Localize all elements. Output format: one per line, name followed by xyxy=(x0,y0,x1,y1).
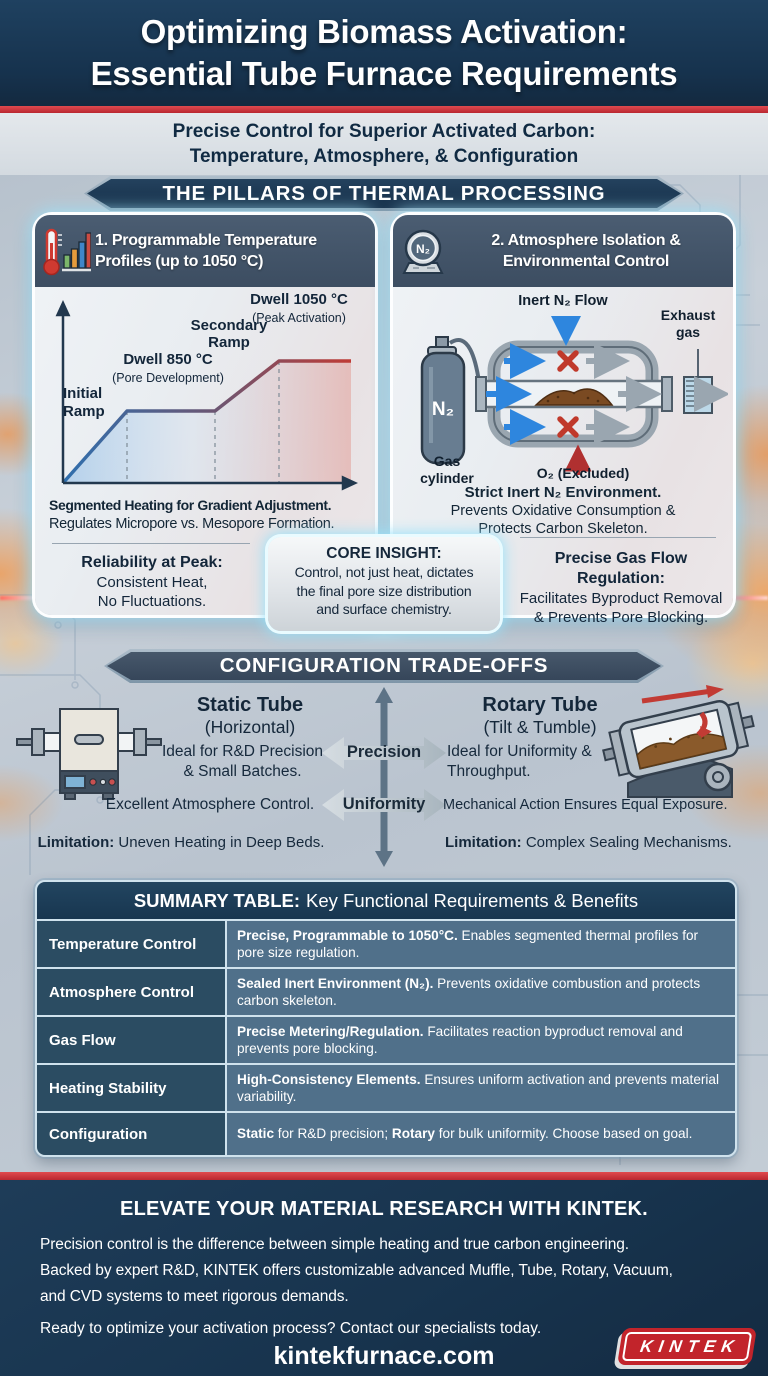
temperature-profile-chart: Initial Ramp Dwell 850 °C (Pore Developm… xyxy=(43,291,367,495)
rotary-point-2: Mechanical Action Ensures Equal Exposure… xyxy=(443,797,728,813)
table-row: Temperature Control Precise, Programmabl… xyxy=(37,919,735,967)
page-title-line1: Optimizing Biomass Activation: xyxy=(140,13,628,50)
main-body: THE PILLARS OF THERMAL PROCESSING xyxy=(0,175,768,1172)
rotary-tube-furnace-icon xyxy=(602,685,755,798)
red-divider-top xyxy=(0,106,768,113)
static-limitation: Limitation: Uneven Heating in Deep Beds. xyxy=(37,834,325,851)
static-tube-title: Static Tube (Horizontal) xyxy=(196,694,304,737)
n2-gauge-icon: N₂ xyxy=(402,229,444,274)
tube-furnace-flow-diagram: N₂ xyxy=(420,316,730,475)
page-title-line2: Essential Tube Furnace Requirements xyxy=(90,55,678,92)
chart-label-initial-ramp: Initial Ramp xyxy=(63,385,105,420)
header: Optimizing Biomass Activation: Essential… xyxy=(0,0,768,106)
thermometer-bars-icon xyxy=(43,228,91,276)
core-insight-box: CORE INSIGHT: Control, not just heat, di… xyxy=(268,537,500,631)
summary-table-header: SUMMARY TABLE: Key Functional Requiremen… xyxy=(37,882,735,919)
panel1-header: 1. Programmable Temperature Profiles (up… xyxy=(35,215,375,287)
rotary-limitation: Limitation: Complex Sealing Mechanisms. xyxy=(445,834,732,851)
table-row: Configuration Static for R&D precision; … xyxy=(37,1111,735,1155)
panel2-title: 2. Atmosphere Isolation & Environmental … xyxy=(453,230,733,272)
row-desc: Sealed Inert Environment (N₂). Prevents … xyxy=(227,969,735,1015)
subtitle-line1: Precise Control for Superior Activated C… xyxy=(172,121,596,142)
row-label: Heating Stability xyxy=(37,1065,227,1111)
footer-paragraph: Precision control is the difference betw… xyxy=(40,1236,673,1305)
static-tube-furnace-icon xyxy=(16,708,162,800)
tradeoff-axis-arrows xyxy=(322,687,446,867)
website-url: kintekfurnace.com xyxy=(273,1342,495,1370)
chart-label-dwell-1050: Dwell 1050 °C (Peak Activation) xyxy=(250,291,348,325)
panel1-title-line2: Profiles (up to 1050 °C) xyxy=(95,253,264,270)
subtitle-line2: Temperature, Atmosphere, & Configuration xyxy=(189,146,579,167)
panel2-divider xyxy=(520,537,716,538)
row-desc: High-Consistency Elements. Ensures unifo… xyxy=(227,1065,735,1111)
panel2-title-line1: 2. Atmosphere Isolation & xyxy=(491,232,681,249)
footer-headline: ELEVATE YOUR MATERIAL RESEARCH WITH KINT… xyxy=(120,1198,648,1220)
panel1-caption: Segmented Heating for Gradient Adjustmen… xyxy=(49,497,335,532)
footer-cta: Ready to optimize your activation proces… xyxy=(40,1320,542,1337)
gas-cylinder-label: Gas cylinder xyxy=(420,453,474,486)
kintek-logo-text: KINTEK xyxy=(638,1336,742,1356)
precision-axis-label: Precision xyxy=(346,743,422,761)
tradeoffs-banner: CONFIGURATION TRADE-OFFS xyxy=(104,649,664,683)
panel1-title: 1. Programmable Temperature Profiles (up… xyxy=(95,230,317,272)
summary-table: SUMMARY TABLE: Key Functional Requiremen… xyxy=(35,880,737,1157)
row-desc: Precise Metering/Regulation. Facilitates… xyxy=(227,1017,735,1063)
static-point-2: Excellent Atmosphere Control. xyxy=(105,796,315,813)
subtitle-band: Precise Control for Superior Activated C… xyxy=(0,113,768,175)
svg-text:N₂: N₂ xyxy=(416,242,430,256)
rotary-point-1: Ideal for Uniformity & Throughput. xyxy=(447,743,592,780)
table-row: Heating Stability High-Consistency Eleme… xyxy=(37,1063,735,1111)
chart-label-secondary-ramp: Secondary Ramp xyxy=(190,317,268,351)
table-row: Gas Flow Precise Metering/Regulation. Fa… xyxy=(37,1015,735,1063)
row-desc: Static for R&D precision; Rotary for bul… xyxy=(227,1113,735,1155)
footer: ELEVATE YOUR MATERIAL RESEARCH WITH KINT… xyxy=(0,1180,768,1376)
row-label: Temperature Control xyxy=(37,921,227,967)
row-label: Gas Flow xyxy=(37,1017,227,1063)
laser-line-left xyxy=(0,596,36,600)
atmosphere-diagram: N₂ xyxy=(398,293,730,489)
panel1-highlight: Reliability at Peak: Consistent Heat, No… xyxy=(81,554,223,610)
o2-excluded-label: O₂ (Excluded) xyxy=(536,465,630,481)
red-divider-bottom xyxy=(0,1172,768,1180)
rotary-tube-title: Rotary Tube (Tilt & Tumble) xyxy=(482,694,598,737)
row-label: Atmosphere Control xyxy=(37,969,227,1015)
svg-text:N₂: N₂ xyxy=(432,399,454,420)
tradeoffs-banner-label: CONFIGURATION TRADE-OFFS xyxy=(107,652,661,680)
panel1-title-line1: 1. Programmable Temperature xyxy=(95,232,317,249)
table-row: Atmosphere Control Sealed Inert Environm… xyxy=(37,967,735,1015)
panel2-caption: Strict Inert N₂ Environment. Prevents Ox… xyxy=(450,484,676,537)
kintek-logo: KINTEK xyxy=(617,1328,757,1365)
row-desc: Precise, Programmable to 1050°C. Enables… xyxy=(227,921,735,967)
panel1-divider xyxy=(52,543,250,544)
chart-label-dwell-850: Dwell 850 °C (Pore Development) xyxy=(112,351,224,385)
pillars-banner: THE PILLARS OF THERMAL PROCESSING xyxy=(84,176,684,211)
temperature-profile-plot xyxy=(55,299,359,491)
panel2-header: N₂ 2. Atmosphere Isolation & Environment… xyxy=(393,215,733,287)
pillars-banner-label: THE PILLARS OF THERMAL PROCESSING xyxy=(87,179,681,208)
exhaust-gas-label: Exhaust gas xyxy=(660,307,716,340)
row-label: Configuration xyxy=(37,1113,227,1155)
panel2-title-line2: Environmental Control xyxy=(502,253,670,270)
inert-flow-label: Inert N₂ Flow xyxy=(518,293,608,309)
laser-line-right xyxy=(732,596,768,600)
panel2-highlight: Precise Gas Flow Regulation: Facilitates… xyxy=(519,550,723,626)
uniformity-axis-label: Uniformity xyxy=(342,795,426,813)
static-point-1: Ideal for R&D Precision & Small Batches. xyxy=(161,743,324,780)
